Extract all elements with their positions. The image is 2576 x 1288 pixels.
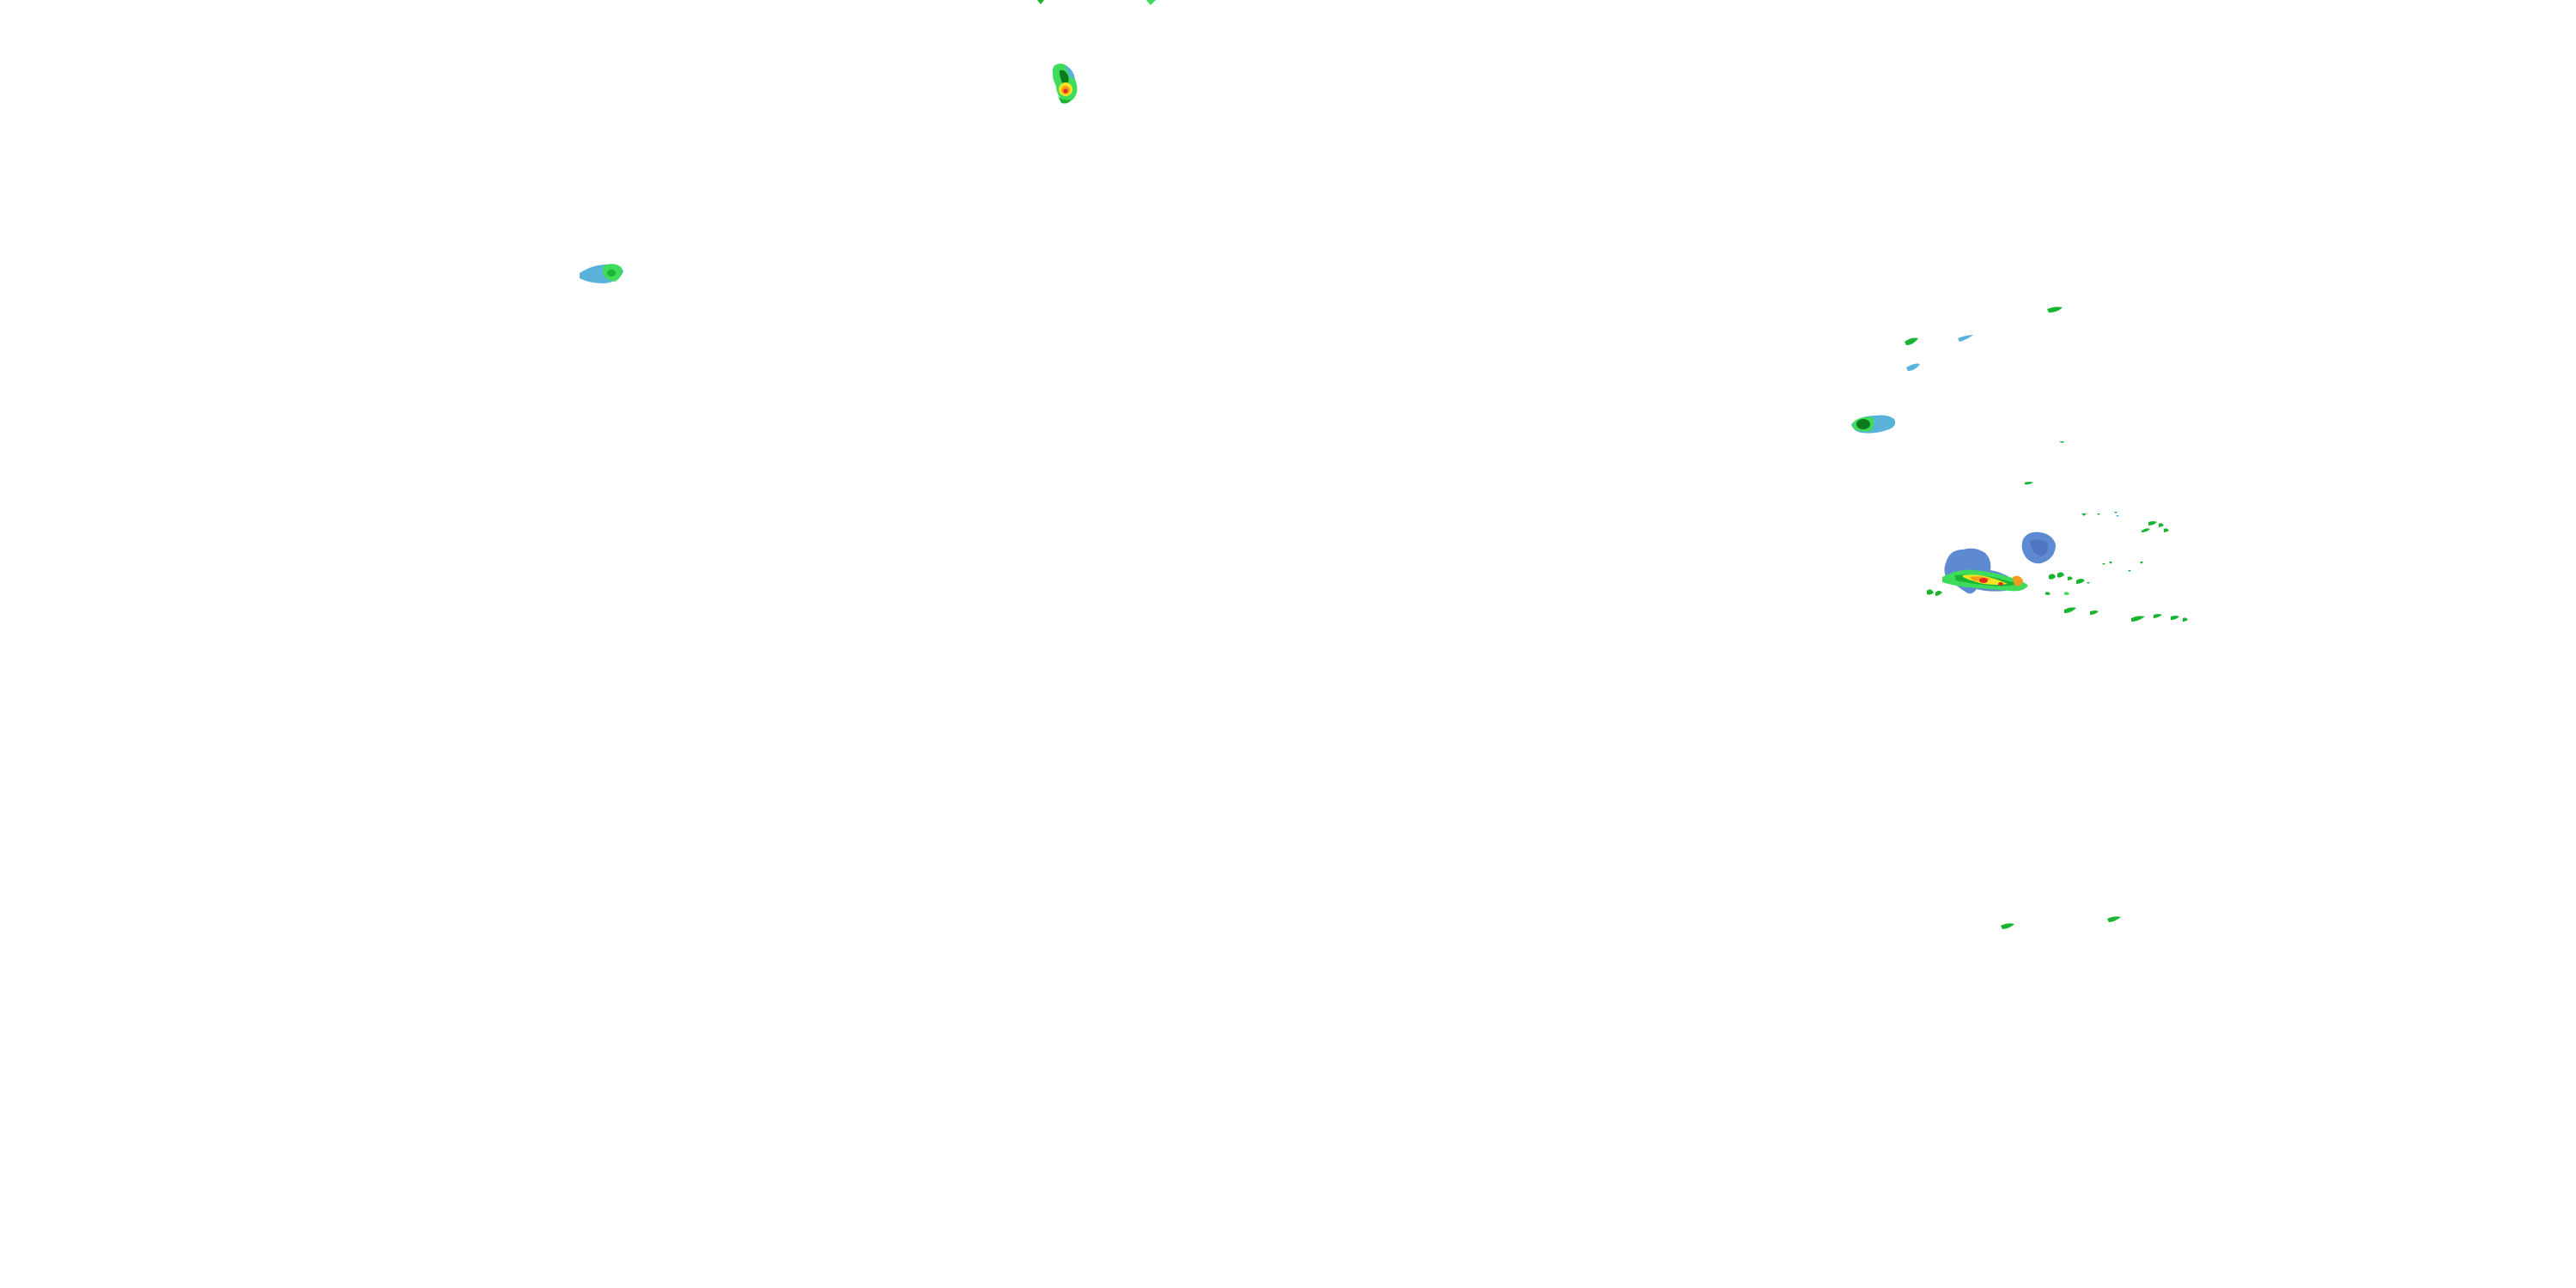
echo-streak xyxy=(2047,307,2063,313)
echo-streak xyxy=(2064,607,2076,613)
echo-red-core xyxy=(1998,582,2003,586)
echo-dot xyxy=(2059,441,2064,443)
echo-dot xyxy=(2049,574,2056,580)
echo-red-core xyxy=(1979,578,1988,583)
echo-fragment xyxy=(1935,591,1942,596)
echo-dark-green xyxy=(1060,70,1069,86)
echo-dot xyxy=(2128,570,2131,572)
echo-dot xyxy=(2081,513,2087,516)
echo-dot xyxy=(2064,592,2069,595)
echo-dot xyxy=(2045,592,2050,595)
echo-green-edge xyxy=(1058,96,1072,104)
echo-east-streaks xyxy=(1905,307,2064,485)
echo-north-central-cell xyxy=(1052,64,1078,104)
echo-streak xyxy=(1958,335,1973,342)
echo-east-convective-line xyxy=(1927,548,2028,596)
echo-streak xyxy=(2090,611,2099,615)
echo-dot xyxy=(2116,515,2119,517)
echo-dot xyxy=(2025,482,2033,485)
echo-streak xyxy=(2131,616,2145,622)
echo-east-blue-patch xyxy=(2021,532,2056,564)
echo-dot xyxy=(2068,576,2073,580)
echo-streak xyxy=(2142,528,2150,532)
echo-streak xyxy=(2148,521,2157,526)
echo-blue-tail xyxy=(1065,65,1075,79)
echo-fragment xyxy=(1037,0,1044,4)
echo-streak xyxy=(2171,616,2179,620)
echo-trailing-cell xyxy=(2013,575,2023,586)
echo-streak xyxy=(2159,523,2164,527)
echo-east-scattered xyxy=(2045,512,2188,622)
echo-dot xyxy=(2057,572,2064,578)
echo-streak xyxy=(1905,337,1918,345)
echo-dot xyxy=(2076,579,2085,584)
echo-northwest xyxy=(580,264,623,283)
echo-east-central xyxy=(1851,415,1896,434)
echo-dot xyxy=(2087,582,2090,584)
echo-dark-green-core xyxy=(1856,419,1870,429)
echo-top-edge-fragments xyxy=(1037,0,1156,5)
echo-fragment xyxy=(1927,589,1934,595)
echo-streak xyxy=(2107,916,2121,922)
echo-fragment xyxy=(1146,0,1156,5)
echo-dot xyxy=(2097,513,2100,515)
echo-dark-green-core xyxy=(607,270,616,276)
echo-streak xyxy=(2183,617,2188,622)
echo-southeast xyxy=(2001,916,2121,929)
echo-blue-patch-inner xyxy=(2030,539,2049,556)
echo-streak xyxy=(2001,923,2014,929)
echo-dot xyxy=(2114,512,2117,513)
echo-dot xyxy=(2102,563,2105,565)
echo-streak xyxy=(2154,614,2162,618)
echo-red-core xyxy=(1063,88,1068,94)
echo-streak xyxy=(2164,528,2169,532)
echo-dot xyxy=(2140,562,2143,564)
echo-dot xyxy=(2109,562,2112,564)
echo-streak xyxy=(1906,363,1920,371)
